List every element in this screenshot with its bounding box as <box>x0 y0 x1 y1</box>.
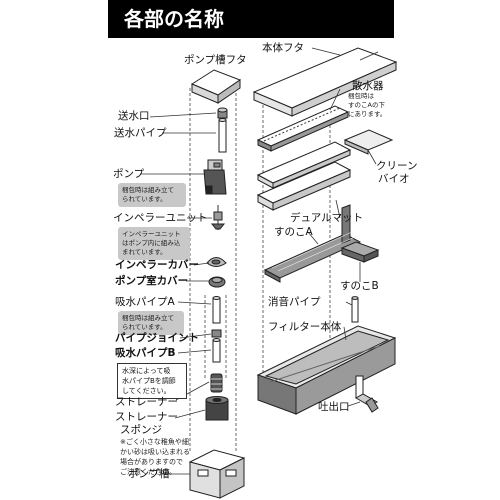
pump-note-line: 梱包時は組み立て <box>122 186 174 194</box>
label-pump-lid: ポンプ槽フタ <box>184 54 247 66</box>
impeller-note-line: はポンプ内に組み込 <box>122 239 181 247</box>
sunoko-b-shape <box>340 241 380 263</box>
clean-bio-shape <box>343 129 394 155</box>
strainer-shape <box>210 373 223 393</box>
footnote-line: ※ごく小さな稚魚や細 <box>120 438 189 446</box>
label-filter-body: フィルター本体 <box>268 321 342 333</box>
label-sunoko-b: すのこB <box>340 280 379 292</box>
label-sunoko-a: すのこA <box>274 226 313 238</box>
label-dual-mat: デュアルマット <box>290 212 364 224</box>
label-strainer: ストレーナー <box>115 396 178 408</box>
label-impeller-cover: インペラーカバー <box>115 259 199 271</box>
body-lid-shape <box>252 47 398 117</box>
impeller-note: インペラーユニット はポンプ内に組み込 まれています。 <box>118 227 190 260</box>
intake-pipe-b-shape <box>212 338 221 363</box>
label-impeller-unit: インペラーユニット <box>113 212 208 224</box>
pipe-joint-shape <box>211 329 222 338</box>
label-intake-pipe-a: 吸水パイプA <box>115 296 175 308</box>
pump-chamber-cover-shape <box>208 276 226 288</box>
label-pump: ポンプ <box>113 168 145 180</box>
outlet-pipe-shape <box>218 118 227 153</box>
pump-tank-shape <box>188 449 246 499</box>
label-discharge-port: 吐出口 <box>318 401 350 413</box>
footnote-line: 場合がありますので <box>120 458 183 466</box>
pump-shape <box>203 159 227 195</box>
water-depth-line: 水深によって吸 <box>122 367 171 375</box>
label-clean-bio-2: バイオ <box>378 173 410 185</box>
title-bar <box>108 0 394 38</box>
sprinkler-note: 梱包時は すのこAの下 にあります。 <box>348 92 386 119</box>
water-depth-line: 水パイプBを調節 <box>122 377 176 385</box>
sprinkler-note-line: すのこAの下 <box>348 101 385 109</box>
pipe-note-line: られています。 <box>122 323 167 331</box>
sprinkler-shape <box>256 105 350 152</box>
label-strainer-sponge: ストレーナー <box>115 411 178 423</box>
label-body-lid: 本体フタ <box>262 42 304 54</box>
water-depth-line: してください。 <box>122 387 171 395</box>
pipe-note-line: 梱包時は組み立て <box>122 314 174 322</box>
pump-column-guide <box>189 88 237 452</box>
label-pump-tank: ポンプ槽 <box>128 468 170 480</box>
impeller-unit-shape <box>210 205 226 230</box>
pump-note-line: られています。 <box>122 195 167 203</box>
label-outlet-pipe: 送水パイプ <box>114 127 167 139</box>
footnote: ※ごく小さな稚魚や細 かい砂は吸い込まれる 場合がありますので ご注意ください。 <box>120 437 190 477</box>
impeller-cover-shape <box>206 257 227 267</box>
leader-lines <box>140 47 377 475</box>
dual-mat-shape <box>256 141 352 211</box>
label-outlet-port: 送水口 <box>118 110 150 122</box>
intake-pipe-a-shape <box>212 296 221 324</box>
label-sprinkler: 散水器 <box>352 80 384 92</box>
page-title: 各部の名称 <box>124 7 224 31</box>
water-depth-note: 水深によって吸 水パイプBを調節 してください。 <box>117 363 187 399</box>
outlet-port-shape <box>217 107 228 119</box>
strainer-sponge-shape <box>205 396 229 421</box>
sunoko-a-shape <box>263 204 362 283</box>
footnote-line: ご注意ください。 <box>120 468 176 476</box>
label-pump-chamber-cover: ポンプ室カバー <box>115 275 189 287</box>
sprinkler-note-line: にあります。 <box>348 110 387 118</box>
pump-note: 梱包時は組み立て られています。 <box>118 183 186 207</box>
sprinkler-note-line: 梱包時は <box>348 92 374 100</box>
pump-lid-shape <box>190 69 242 104</box>
label-clean-bio: クリーン <box>376 160 418 172</box>
pipe-note: 梱包時は組み立て られています。 <box>118 311 184 335</box>
silencer-pipe-shape <box>351 296 359 323</box>
label-silencer-pipe: 消音パイプ <box>268 296 321 308</box>
footnote-line: かい砂は吸い込まれる <box>120 448 190 456</box>
impeller-note-line: まれています。 <box>122 248 167 256</box>
impeller-note-line: インペラーユニット <box>122 230 181 238</box>
label-pipe-joint: パイプジョイント <box>115 332 199 344</box>
label-strainer-sponge-2: スポンジ <box>120 424 162 436</box>
label-intake-pipe-b: 吸水パイプB <box>115 347 176 359</box>
filter-body-shape <box>256 325 397 415</box>
discharge-port-shape <box>354 375 379 413</box>
